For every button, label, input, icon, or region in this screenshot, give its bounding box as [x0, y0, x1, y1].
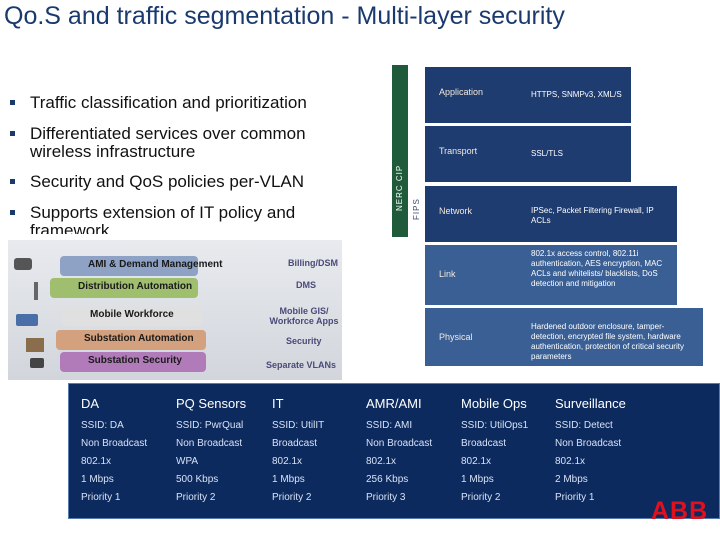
application-stack: AMI & Demand Management Distribution Aut… — [8, 240, 342, 380]
table-cell: SSID: UtilOps1 — [461, 420, 529, 431]
stack-card-label: Substation Automation — [84, 333, 194, 344]
abb-logo: ABB — [651, 497, 709, 525]
table-column-header: PQ Sensors — [176, 396, 247, 411]
table-cell: SSID: UtilIT — [272, 420, 325, 431]
table-cell: SSID: AMI — [366, 420, 413, 431]
bullet-item: Traffic classification and prioritizatio… — [10, 94, 307, 112]
table-cell: Priority 3 — [366, 492, 406, 503]
stack-card-label: AMI & Demand Management — [88, 259, 223, 270]
table-column-header: AMR/AMI — [366, 396, 422, 411]
layer-physical: Physical Hardened outdoor enclosure, tam… — [425, 308, 703, 366]
device-meter-icon — [14, 258, 32, 270]
bullet-marker-icon — [10, 210, 15, 215]
table-cell: Broadcast — [461, 438, 507, 449]
bullet-item: Supports extension of IT policy and fram… — [10, 204, 370, 234]
table-column-header: Surveillance — [555, 396, 626, 411]
device-truck-icon — [16, 314, 38, 326]
table-cell: Non Broadcast — [81, 438, 148, 449]
fips-bar: FIPS — [409, 158, 423, 236]
stack-card: Distribution Automation — [50, 278, 198, 298]
layer-desc: SSL/TLS — [531, 149, 564, 158]
nerc-cip-bar: NERC CIP — [392, 65, 408, 237]
bullet-item: Differentiated services over common wire… — [10, 125, 370, 161]
table-cell: 2 Mbps — [555, 474, 588, 485]
table-column-header: IT — [272, 396, 284, 411]
stack-right-label: Security — [286, 336, 322, 346]
table-cell: Priority 1 — [555, 492, 595, 503]
layer-desc: Hardened outdoor enclosure, tamper-detec… — [531, 322, 684, 361]
layer-name: Network — [439, 206, 473, 216]
stack-card: AMI & Demand Management — [60, 256, 222, 276]
bullet-text: Traffic classification and prioritizatio… — [30, 93, 307, 112]
table-cell: SSID: DA — [81, 420, 124, 431]
bullet-marker-icon — [10, 100, 15, 105]
device-camera-icon — [30, 358, 44, 368]
device-house-icon — [26, 338, 44, 352]
fips-label: FIPS — [412, 198, 421, 220]
layer-transport: Transport SSL/TLS — [425, 126, 631, 182]
stack-card-label: Mobile Workforce — [90, 309, 174, 320]
table-cell: SSID: Detect — [555, 420, 613, 431]
table-cell: 256 Kbps — [366, 474, 409, 485]
stack-card: Substation Security — [60, 352, 206, 372]
table-cell: WPA — [176, 456, 199, 467]
layer-name: Transport — [439, 146, 478, 156]
device-pole-icon — [34, 282, 38, 300]
table-cell: 802.1x — [272, 456, 303, 467]
table-cell: 802.1x — [555, 456, 586, 467]
nerc-cip-label: NERC CIP — [395, 164, 404, 211]
bullet-text: Differentiated services over common wire… — [30, 124, 306, 161]
stack-card: Substation Automation — [56, 330, 206, 350]
bullet-item: Security and QoS policies per-VLAN — [10, 173, 304, 191]
stack-right-label: Billing/DSM — [288, 258, 338, 268]
layer-link: Link 802.1x access control, 802.11i auth… — [425, 245, 677, 305]
table-cell: Priority 2 — [176, 492, 216, 503]
table-cell: Priority 2 — [272, 492, 312, 503]
layer-name: Application — [439, 87, 484, 97]
stack-right-label: DMS — [296, 280, 316, 290]
table-cell: 500 Kbps — [176, 474, 219, 485]
stack-right-label: Mobile GIS/ Workforce Apps — [269, 306, 339, 326]
table-column-header: DA — [81, 396, 100, 411]
table-cell: Broadcast — [272, 438, 318, 449]
layer-application: Application HTTPS, SNMPv3, XML/S — [425, 67, 631, 123]
table-cell: 1 Mbps — [461, 474, 494, 485]
table-cell: SSID: PwrQual — [176, 420, 244, 431]
stack-card: Mobile Workforce — [62, 306, 202, 326]
layer-network: Network IPSec, Packet Filtering Firewall… — [425, 186, 677, 242]
slide-title: Qo.S and traffic segmentation - Multi-la… — [4, 2, 565, 30]
layer-name: Physical — [439, 332, 473, 342]
bullet-marker-icon — [10, 131, 15, 136]
table-cell: Priority 2 — [461, 492, 501, 503]
table-column-header: Mobile Ops — [461, 396, 527, 411]
bullet-marker-icon — [10, 179, 15, 184]
bullet-text: Supports extension of IT policy and fram… — [30, 203, 296, 235]
table-cell: 1 Mbps — [272, 474, 305, 485]
table-cell: 1 Mbps — [81, 474, 114, 485]
table-cell: Non Broadcast — [555, 438, 622, 449]
layer-desc: HTTPS, SNMPv3, XML/S — [531, 90, 622, 99]
table-cell: 802.1x — [461, 456, 492, 467]
table-cell: Priority 1 — [81, 492, 121, 503]
stack-card-label: Substation Security — [88, 355, 182, 366]
bullet-text: Security and QoS policies per-VLAN — [30, 172, 305, 191]
stack-right-label: Separate VLANs — [266, 360, 337, 370]
bullet-list: Traffic classification and prioritizatio… — [10, 90, 370, 234]
layer-desc: IPSec, Packet Filtering Firewall, IP ACL… — [531, 206, 654, 225]
table-cell: Non Broadcast — [176, 438, 243, 449]
table-cell: 802.1x — [366, 456, 397, 467]
layer-name: Link — [439, 269, 456, 279]
table-cell: Non Broadcast — [366, 438, 433, 449]
stack-card-label: Distribution Automation — [78, 281, 193, 292]
table-cell: 802.1x — [81, 456, 112, 467]
layer-desc: 802.1x access control, 802.11i authentic… — [531, 249, 663, 288]
